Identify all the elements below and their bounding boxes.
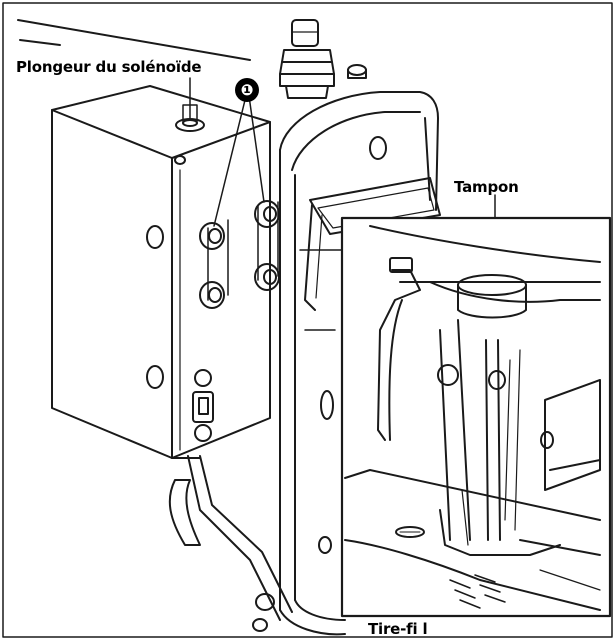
label-tampon: Tampon <box>454 178 519 196</box>
box-screws <box>146 155 186 389</box>
label-thread-puller: Tire-fi l <box>368 620 428 638</box>
leader-marker-left <box>213 95 247 227</box>
head-hole <box>369 136 387 160</box>
inset-detail <box>340 216 612 618</box>
head-window <box>304 177 441 311</box>
leader-marker-right <box>248 95 265 203</box>
screw-pair-right <box>254 200 280 291</box>
screw-pair-left <box>199 219 229 309</box>
head-hole-3 <box>318 536 332 554</box>
tension-knob <box>279 19 367 99</box>
box-switch <box>192 369 214 442</box>
label-solenoid-plunger: Plongeur du solénoïde <box>16 58 202 76</box>
linkage <box>168 455 293 632</box>
solenoid-box <box>51 85 271 459</box>
table-edge-line <box>17 19 251 61</box>
head-hole-2 <box>320 390 334 420</box>
table-edge-line-2 <box>19 39 61 46</box>
marker-1-badge: ❶ <box>235 78 259 102</box>
machine-head <box>279 91 439 636</box>
